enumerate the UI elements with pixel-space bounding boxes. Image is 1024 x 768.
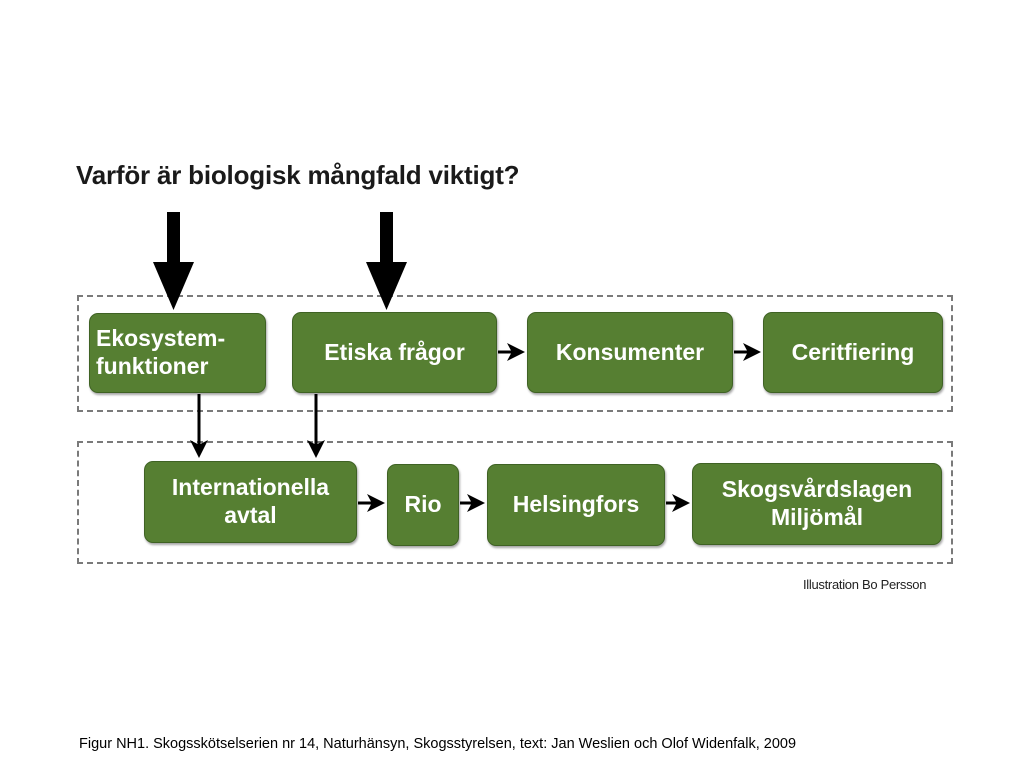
illustration-credit: Illustration Bo Persson <box>803 577 927 592</box>
node-helsingfors-label: Helsingfors <box>512 491 640 518</box>
node-internationella-line2: avtal <box>224 502 277 528</box>
bottom-group-frame <box>77 441 953 564</box>
node-internationella-avtal: Internationella avtal <box>144 461 357 543</box>
node-konsumenter-label: Konsumenter <box>555 338 705 365</box>
top-group-frame <box>77 295 953 412</box>
node-skogsvard-line1: Skogsvårdslagen <box>721 476 913 503</box>
node-helsingfors: Helsingfors <box>487 464 665 546</box>
node-certifiering: Ceritfiering <box>763 312 943 393</box>
node-ekosystem-line1: Ekosystem- <box>96 325 226 352</box>
node-konsumenter: Konsumenter <box>527 312 733 393</box>
figure-caption: Figur NH1. Skogsskötselserien nr 14, Nat… <box>79 736 797 752</box>
node-rio: Rio <box>387 464 459 546</box>
node-rio-label: Rio <box>404 491 442 518</box>
node-certifiering-label: Ceritfiering <box>791 338 915 365</box>
diagram-title: Varför är biologisk mångfald viktigt? <box>76 160 520 190</box>
node-skogsvardslagen-miljomal: Skogsvårdslagen Miljömål <box>692 463 942 545</box>
node-internationella-line1: Internationella <box>171 474 330 501</box>
node-etiska-fragor: Etiska frågor <box>292 312 497 393</box>
node-ekosystemfunktioner: Ekosystem- funktioner <box>89 313 266 393</box>
node-skogsvard-line2: Miljömål <box>770 504 863 530</box>
node-ekosystem-line2: funktioner <box>96 353 209 379</box>
node-etiska-label: Etiska frågor <box>324 338 465 365</box>
